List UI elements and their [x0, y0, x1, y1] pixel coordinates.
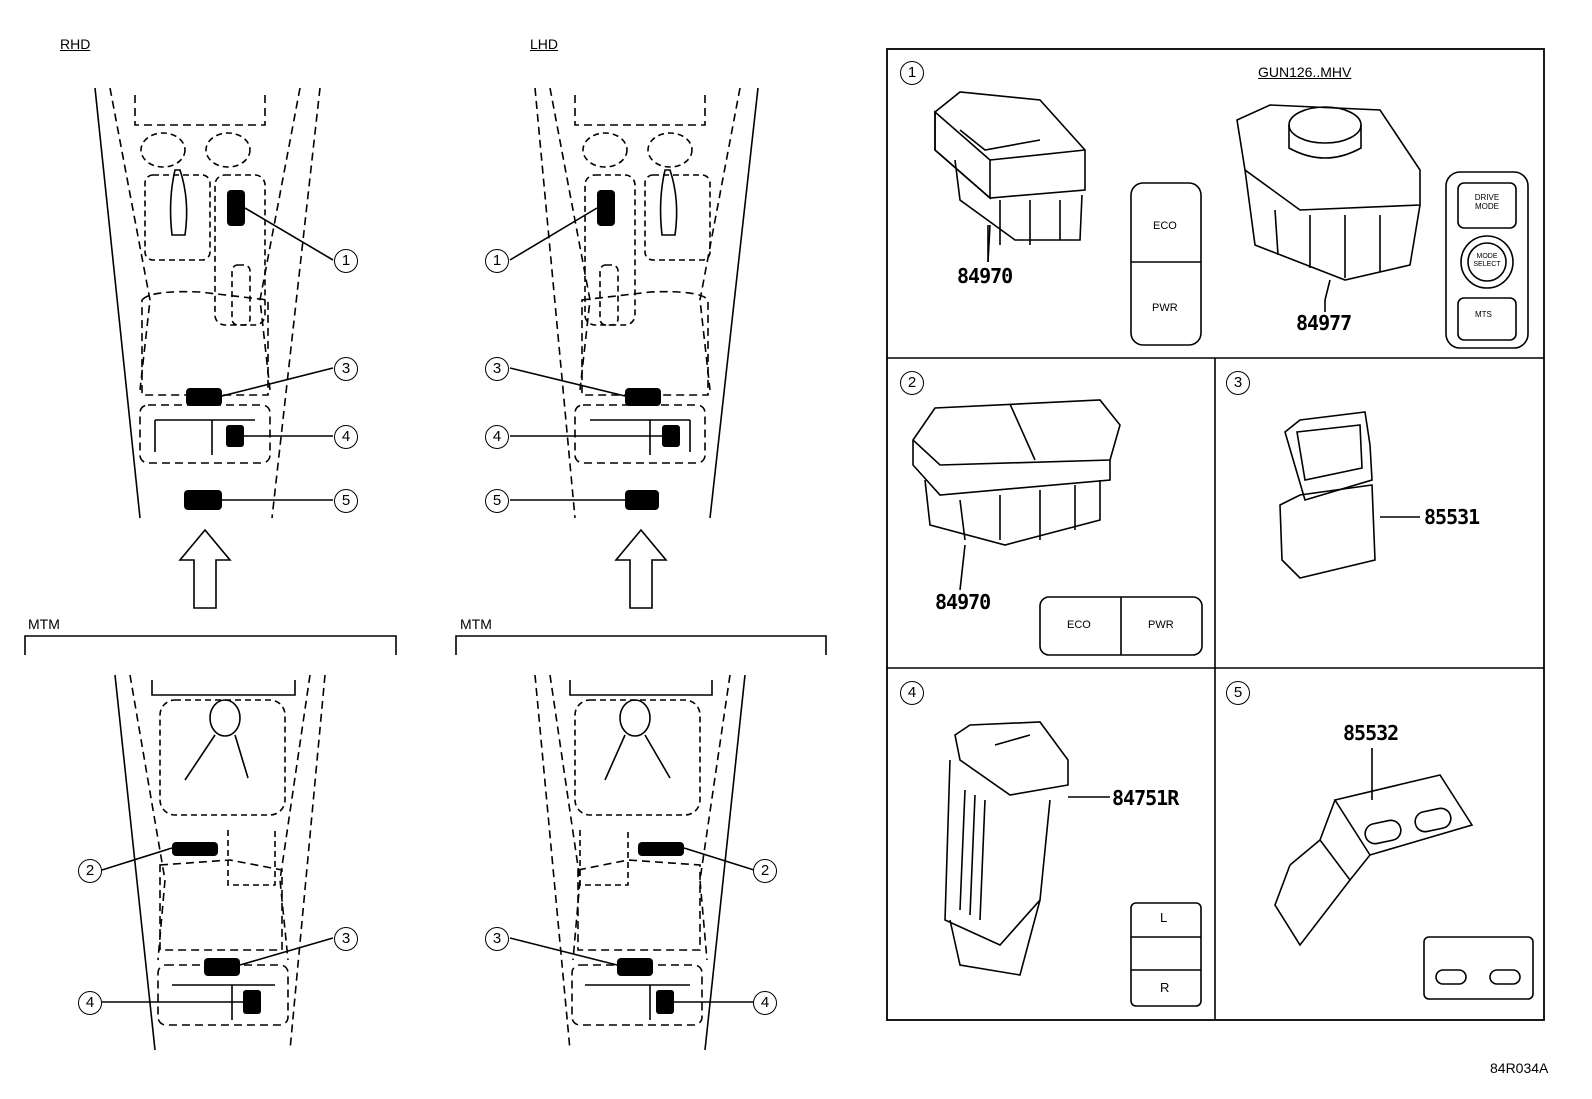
- part-number-84970-a: 84970: [957, 264, 1013, 288]
- callout-rhd-1: 1: [334, 249, 358, 273]
- panel-1-number: 1: [900, 61, 924, 85]
- document-code: 84R034A: [1490, 1060, 1549, 1076]
- callout-rhd-5: 5: [334, 489, 358, 513]
- lhd-label: LHD: [530, 36, 559, 52]
- callout-lhd-3: 3: [485, 357, 509, 381]
- lhd-mtm-console: [534, 674, 746, 1051]
- mtm-label-left: MTM: [28, 616, 60, 632]
- panel-1-variant: GUN126..MHV: [1258, 64, 1352, 80]
- panel-5-number: 5: [1226, 681, 1250, 705]
- callout-lhd-1: 1: [485, 249, 509, 273]
- seat-heater-switch-drawing: [944, 721, 1202, 1007]
- pwr-label-flat: PWR: [1152, 302, 1178, 314]
- drive-mode-label: DRIVE MODE: [1474, 193, 1500, 211]
- eco-label-wide: ECO: [1067, 619, 1091, 631]
- mts-label: MTS: [1475, 310, 1492, 319]
- callout-lhd-4: 4: [485, 425, 509, 449]
- callout-lhd-5: 5: [485, 489, 509, 513]
- part-number-85531: 85531: [1424, 505, 1480, 529]
- drive-mode-module-drawing: [1236, 104, 1529, 349]
- part-number-84977: 84977: [1296, 311, 1352, 335]
- callout-lhd-mtm-3: 3: [485, 927, 509, 951]
- eco-label-flat: ECO: [1153, 220, 1177, 232]
- callout-rhd-mtm-3: 3: [334, 927, 358, 951]
- panel-2-number: 2: [900, 371, 924, 395]
- usb-cover-drawing: [1279, 411, 1420, 579]
- callout-lhd-mtm-4: 4: [753, 991, 777, 1015]
- eco-pwr-switch-alt-drawing: [911, 399, 1203, 656]
- callout-rhd-3: 3: [334, 357, 358, 381]
- callout-rhd-mtm-4: 4: [78, 991, 102, 1015]
- rhd-label: RHD: [60, 36, 91, 52]
- part-number-85532: 85532: [1343, 721, 1399, 745]
- part-number-84970-b: 84970: [935, 590, 991, 614]
- callout-rhd-4: 4: [334, 425, 358, 449]
- eco-pwr-switch-drawing: [934, 91, 1202, 346]
- rhd-console: [94, 87, 321, 519]
- rhd-mtm-console: [114, 674, 326, 1051]
- pwr-label-wide: PWR: [1148, 619, 1174, 631]
- seat-switch-r-label: R: [1160, 980, 1170, 995]
- lhd-console: [534, 87, 759, 519]
- mode-select-label: MODE SELECT: [1473, 253, 1501, 268]
- part-number-84751R: 84751R: [1112, 786, 1179, 810]
- callout-lhd-mtm-2: 2: [753, 859, 777, 883]
- callout-rhd-mtm-2: 2: [78, 859, 102, 883]
- seat-switch-l-label: L: [1160, 910, 1168, 925]
- usb-charger-module-drawing: [1274, 748, 1534, 1000]
- mtm-label-right: MTM: [460, 616, 492, 632]
- panel-3-number: 3: [1226, 371, 1250, 395]
- panel-4-number: 4: [900, 681, 924, 705]
